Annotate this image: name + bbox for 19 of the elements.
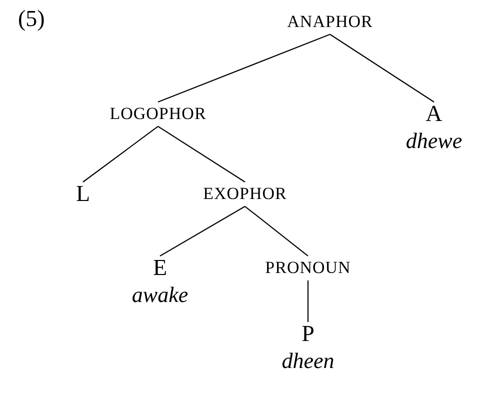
tree-node-label: E [152,254,168,282]
tree-node-label: ANAPHOR [287,11,373,32]
word-form: dhewe [406,128,462,154]
tree-branch [160,206,246,256]
word-form: dheen [282,348,334,374]
tree-branch [82,126,158,182]
tree-branch [330,34,434,102]
tree-branch [307,280,309,322]
tree-node-label: LOGOPHOR [110,103,206,124]
tree-branch [158,126,246,182]
tree-branch [244,206,308,256]
tree-node-label: L [76,180,90,208]
tree-node-label: PRONOUN [265,257,351,278]
tree-branch [158,34,330,103]
tree-node-label: P [300,320,316,348]
tree-node-label: A [424,100,444,128]
tree-node-label: EXOPHOR [203,183,287,204]
word-form: awake [132,282,188,308]
example-number: (5) [18,6,45,32]
